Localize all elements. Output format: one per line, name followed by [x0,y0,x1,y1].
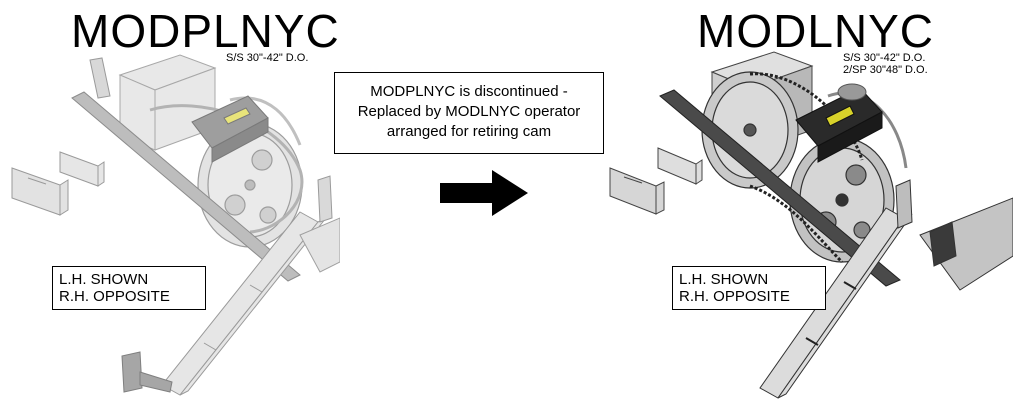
notice-line: MODPLNYC is discontinued - [370,83,568,100]
label-line: L.H. SHOWN [679,271,769,288]
right-end-bracket [609,167,665,215]
left-floor-plate [299,217,340,273]
left-main-arm [71,91,301,282]
label-line: L.H. SHOWN [59,271,149,288]
left-hanger [89,57,111,99]
modlnyc-title: MODLNYC [697,5,935,57]
notice-line: Replaced by MODLNYC operator [357,103,581,120]
left-panel-modplnyc: MODPLNYC S/S 30"-42" D.O. L.H. SHOWN R.H… [0,0,340,407]
label-line: R.H. OPPOSITE [679,288,790,305]
left-motor [191,95,269,163]
left-end-bracket [11,167,69,216]
right-motor [795,83,883,163]
left-post [317,175,333,223]
right-panel-modlnyc: MODLNYC S/S 30"-42" D.O. 2/SP 30"48" D.O… [600,0,1013,407]
modlnyc-operator-illustration [609,51,1013,399]
left-shoe [121,351,173,393]
modplnyc-spec: S/S 30"-42" D.O. [226,52,308,64]
discontinued-notice: MODPLNYC is discontinued - Replaced by M… [334,72,604,154]
right-lower-pulley [789,137,895,263]
modlnyc-spec: S/S 30"-42" D.O. 2/SP 30"48" D.O. [843,52,928,76]
arrow-right-icon [440,170,528,216]
right-post [895,179,913,229]
notice-line: arranged for retiring cam [386,123,552,140]
right-main-arm [659,89,901,287]
right-floor-plate [919,197,1013,291]
modplnyc-title: MODPLNYC [71,5,340,57]
label-line: R.H. OPPOSITE [59,288,170,305]
spec-line: 2/SP 30"48" D.O. [843,64,928,76]
spec-line: S/S 30"-42" D.O. [226,52,309,64]
modplnyc-hand-label: L.H. SHOWN R.H. OPPOSITE [52,266,206,310]
right-small-bracket [657,147,703,185]
left-small-bracket [59,151,105,187]
modlnyc-hand-label: L.H. SHOWN R.H. OPPOSITE [672,266,826,310]
modplnyc-operator-illustration [11,54,340,396]
left-rail-arm [161,211,327,396]
spec-line: S/S 30"-42" D.O. [843,52,926,64]
